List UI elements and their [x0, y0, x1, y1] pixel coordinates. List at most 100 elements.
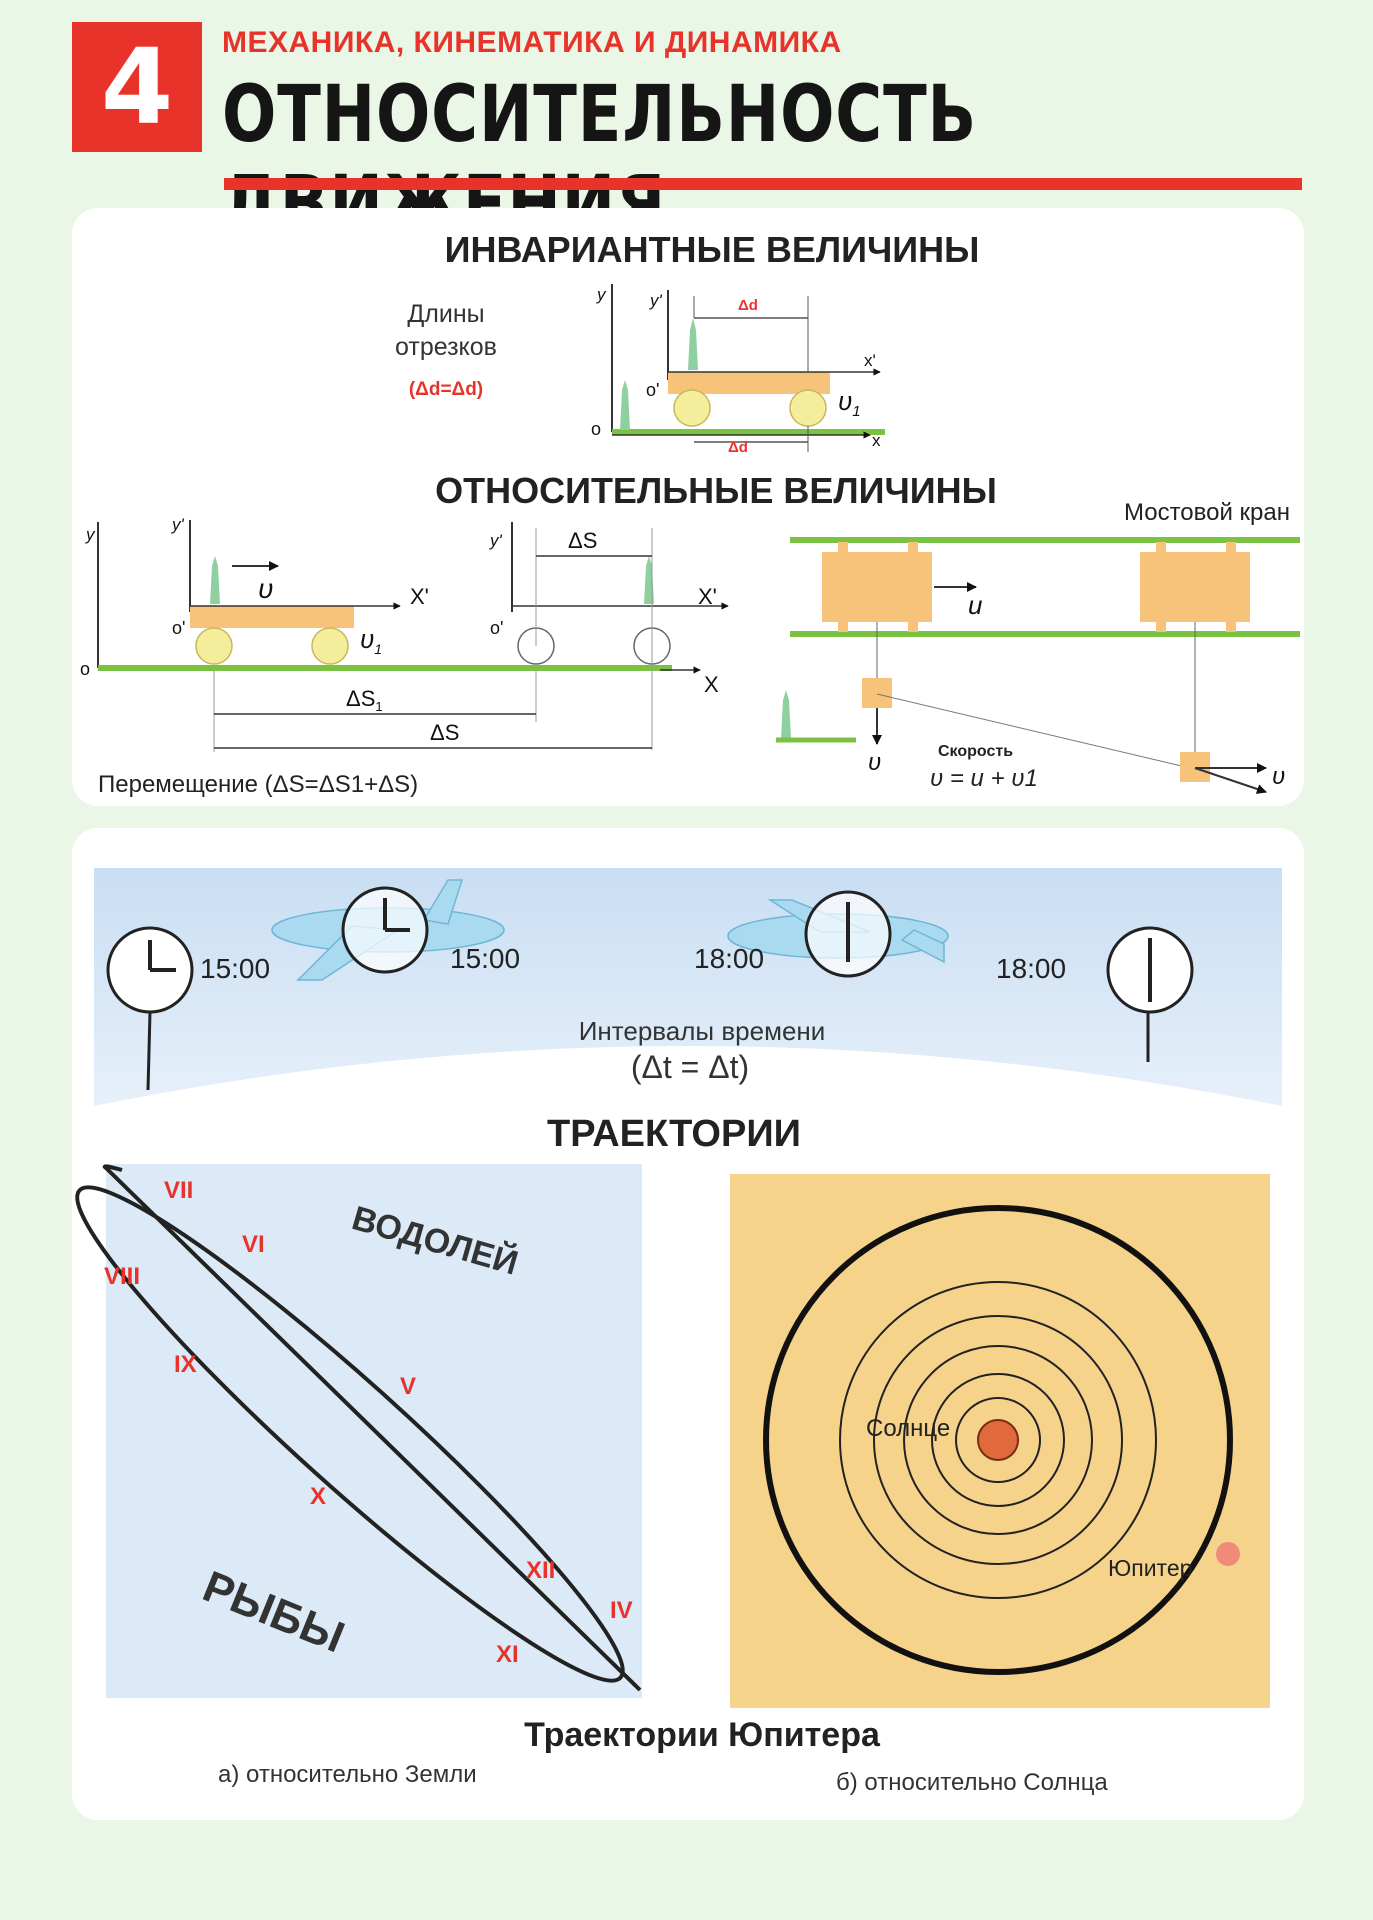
time-label-2: 15:00	[450, 943, 520, 974]
sun-icon	[977, 1419, 1019, 1461]
fixed-origin-label: o	[591, 419, 601, 439]
crane-v-label: υ	[1272, 763, 1285, 790]
crane-speed-formula: υ = u + υ1	[930, 765, 1038, 792]
crane-path-line	[876, 693, 1191, 769]
crane-u-label: u	[968, 590, 982, 620]
displacement-formula: Перемещение (ΔS=ΔS1+ΔS)	[98, 771, 418, 798]
relative-section: ОТНОСИТЕЛЬНЫЕ ВЕЛИЧИНЫ y o y' o' X' υ υ1…	[80, 470, 1300, 798]
crane-trolley-1	[822, 552, 932, 622]
lengths-label-line2: отрезков	[395, 333, 497, 361]
planet-orbit-4	[839, 1281, 1157, 1599]
crane-trolley-1-roller-c	[838, 622, 848, 632]
rel-delta-s-label: ΔS	[568, 528, 597, 553]
rel-moving-y-label: y'	[171, 515, 185, 534]
rel-walker	[210, 556, 220, 604]
moving-origin-label: o'	[646, 380, 659, 400]
rel-frame2-origin: o'	[490, 618, 503, 638]
rel-cart-wheel-left	[195, 627, 233, 665]
time-label-4: 18:00	[996, 953, 1066, 984]
crane-load-1	[862, 678, 892, 708]
fixed-y-label: y	[596, 285, 607, 304]
month-label-iv: IV	[610, 1597, 633, 1624]
month-label-x: X	[310, 1483, 326, 1510]
trajectories-section: ТРАЕКТОРИИ ВОДОЛЕЙ РЫБЫ VII VI VIII IX V…	[75, 1113, 1270, 1796]
jupiter-retrograde-loop	[75, 1185, 625, 1683]
invariant-heading: ИНВАРИАНТНЫЕ ВЕЛИЧИНЫ	[445, 229, 980, 270]
section-number-badge: 4	[72, 22, 202, 152]
relative-heading: ОТНОСИТЕЛЬНЫЕ ВЕЛИЧИНЫ	[435, 470, 997, 511]
crane-observer	[781, 690, 791, 738]
month-label-v: V	[400, 1373, 416, 1400]
invariant-section: ИНВАРИАНТНЫЕ ВЕЛИЧИНЫ Длины отрезков (Δd…	[395, 229, 979, 456]
crane-trolley-1-roller-a	[838, 542, 848, 552]
intervals-label: Интервалы времени	[579, 1016, 826, 1046]
crane-label: Мостовой кран	[1124, 499, 1290, 526]
cart-platform	[668, 372, 830, 394]
crane-trolley-1-roller-d	[908, 622, 918, 632]
rel-delta-s1-label: ΔS1	[346, 686, 383, 714]
clock-icon-plane-2	[804, 890, 892, 978]
time-label-3: 18:00	[694, 943, 764, 974]
planet-orbit-0	[955, 1397, 1041, 1483]
rel-cart-velocity: υ1	[360, 624, 382, 657]
caption-sun: б) относительно Солнца	[836, 1769, 1108, 1796]
jupiter-label: Юпитер	[1108, 1555, 1192, 1581]
month-label-viii: VIII	[104, 1263, 140, 1290]
moving-x-label: x'	[864, 351, 876, 370]
month-label-xi: XI	[496, 1641, 519, 1668]
sun-label: Солнце	[866, 1415, 950, 1442]
clock-icon-ground-1	[106, 926, 194, 1091]
delta-d-bottom-label: Δd	[728, 439, 748, 456]
trajectories-caption: Траектории Юпитера	[524, 1716, 881, 1754]
crane-trolley-2-roller-c	[1156, 622, 1166, 632]
month-label-ix: IX	[174, 1351, 197, 1378]
time-label-1: 15:00	[200, 953, 270, 984]
cart-velocity: υ1	[838, 386, 861, 420]
trajectories-heading: ТРАЕКТОРИИ	[547, 1113, 801, 1155]
delta-d-top-label: Δd	[738, 297, 758, 314]
month-label-xii: XII	[526, 1557, 555, 1584]
rel-cart-platform	[190, 606, 354, 628]
rel-walker-velocity: υ	[258, 573, 273, 604]
month-label-vi: VI	[242, 1231, 265, 1258]
crane-resultant-arrow	[1194, 767, 1267, 794]
month-label-vii: VII	[164, 1177, 193, 1204]
intervals-formula: (Δt = Δt)	[631, 1049, 749, 1085]
time-section: 15:00 15:00 18:00 18:00 Интервалы времен…	[94, 868, 1282, 1106]
clock-icon-plane-1	[341, 886, 429, 974]
crane-trolley-2	[1140, 552, 1250, 622]
moving-y-label: y'	[649, 291, 663, 310]
cart-wheel-right	[789, 389, 827, 427]
rel-frame2-y-label: y'	[489, 531, 503, 550]
planet-orbit-1	[931, 1373, 1065, 1507]
caption-earth: а) относительно Земли	[218, 1761, 477, 1788]
jupiter-orbit	[763, 1205, 1233, 1675]
fixed-marker	[620, 380, 630, 430]
moving-marker	[688, 318, 698, 370]
crane-trolley-2-roller-a	[1156, 542, 1166, 552]
rel-ground-x-label: X	[704, 672, 719, 697]
jupiter-path-outer	[102, 1164, 642, 1692]
rel-moving-origin: o'	[172, 618, 185, 638]
rel-fixed-origin: o	[80, 659, 90, 679]
rel-delta-s-total-label: ΔS	[430, 720, 459, 745]
rel-fixed-y-label: y	[85, 525, 96, 544]
crane-trolley-2-roller-b	[1226, 542, 1236, 552]
cart-wheel-left	[673, 389, 711, 427]
lengths-label-line1: Длины	[407, 300, 484, 328]
lengths-formula: (Δd=Δd)	[409, 379, 483, 400]
rel-cart-wheel-right	[311, 627, 349, 665]
crane-speed-label: Скорость	[938, 743, 1013, 760]
crane-trolley-2-roller-d	[1226, 622, 1236, 632]
planet-orbit-3	[873, 1315, 1123, 1565]
section-subtitle: МЕХАНИКА, КИНЕМАТИКА И ДИНАМИКА	[222, 26, 842, 59]
rel-moving-x-label: X'	[410, 584, 429, 609]
title-underline	[224, 178, 1302, 190]
kinematics-panel	[72, 208, 1304, 806]
planet-orbit-2	[903, 1345, 1093, 1535]
crane-trolley-1-roller-b	[908, 542, 918, 552]
clock-icon-ground-2	[1106, 926, 1194, 1062]
rel-frame2-x-label: X'	[698, 584, 717, 609]
fixed-x-label: x	[872, 431, 881, 450]
